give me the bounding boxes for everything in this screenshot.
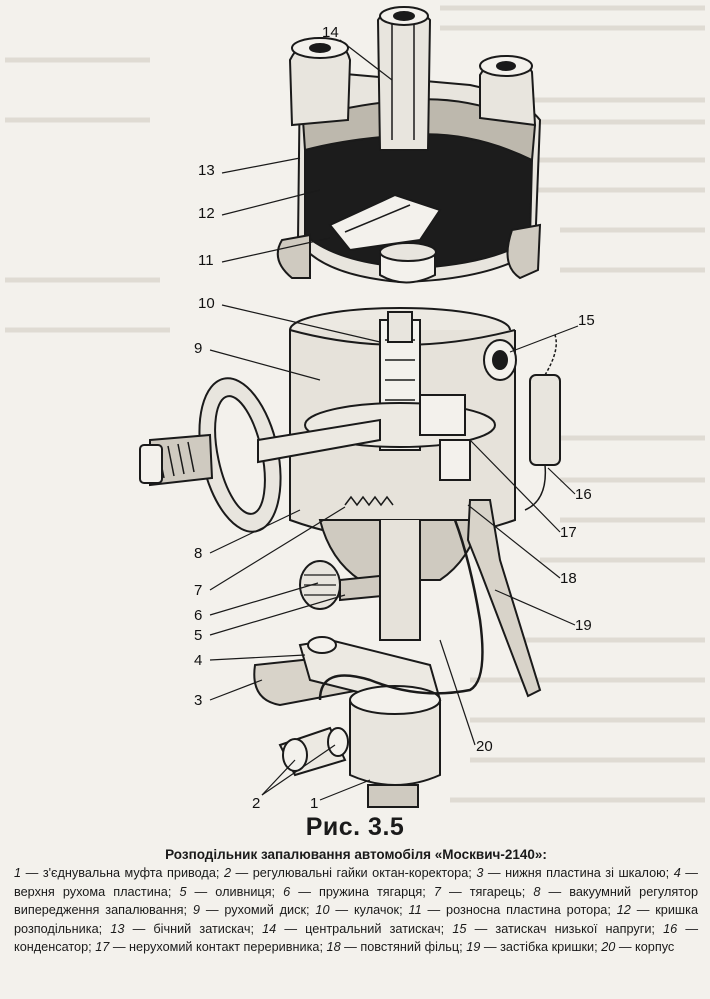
caption-item-text: — регулювальні гайки октан-коректора; <box>231 866 477 881</box>
callout-4: 4 <box>194 652 203 669</box>
caption-item-number: 10 <box>315 903 330 918</box>
caption-item: 6 — пружина тягарця; <box>283 885 434 899</box>
callout-14: 14 <box>322 24 339 41</box>
leader-lines <box>209 39 579 801</box>
caption-item-text: — з'єднувальна муфта привода; <box>21 866 224 881</box>
caption-item-number: 9 <box>192 903 200 918</box>
callout-6: 6 <box>194 607 203 624</box>
caption-item-number: 4 <box>673 866 681 881</box>
caption-item-text: — застібка кришки; <box>480 940 602 955</box>
callout-17: 17 <box>560 524 577 541</box>
vacuum-regulator <box>139 377 381 533</box>
caption-item: 13 — бічний затискач; <box>110 922 262 936</box>
callout-16: 16 <box>575 486 592 503</box>
caption-item-number: 14 <box>262 921 277 936</box>
caption-item: 2 — регулювальні гайки октан-коректора; <box>224 866 476 880</box>
figure-caption: Розподільник запалювання автомобіля «Мос… <box>14 846 698 956</box>
callout-9: 9 <box>194 340 203 357</box>
caption-item-text: — рухомий диск; <box>199 903 316 918</box>
caption-item: 7 — тягарець; <box>434 885 534 899</box>
caption-item-number: 7 <box>433 884 441 899</box>
caption-item: 15 — затискач низької напруги; <box>452 922 663 936</box>
caption-item: 16 — конденсатор; <box>14 922 698 954</box>
caption-item-text: — корпус <box>615 940 675 955</box>
caption-item-number: 19 <box>466 940 481 955</box>
caption-item-text: — нижня пластина зі шкалою; <box>483 866 674 881</box>
caption-item-number: 11 <box>408 903 422 918</box>
caption-item-text: — верхня рухома пластина; <box>14 866 698 899</box>
distributor-cap <box>276 6 542 284</box>
caption-item-text: — центральний затискач; <box>276 921 453 936</box>
caption-item-number: 1 <box>14 866 22 881</box>
caption-item: 18 — повстяний фільц; <box>327 940 467 954</box>
caption-item-text: — кулачок; <box>329 903 409 918</box>
callout-2: 2 <box>252 795 261 812</box>
caption-item-text: — розносна пластина ротора; <box>421 903 617 918</box>
caption-item-number: 16 <box>663 921 678 936</box>
caption-item-number: 2 <box>223 866 231 881</box>
caption-item-number: 20 <box>601 940 616 955</box>
caption-heading: Розподільник запалювання автомобіля «Мос… <box>165 847 547 862</box>
figure-title: Рис. 3.5 <box>305 813 405 841</box>
caption-item: 12 — кришка розподільника; <box>14 903 698 935</box>
callout-7: 7 <box>194 582 203 599</box>
caption-item-text: — конденсатор; <box>14 921 699 955</box>
caption-item-text: — кришка розподільника; <box>14 903 699 936</box>
callout-10: 10 <box>198 295 215 312</box>
callout-1: 1 <box>310 795 319 812</box>
callout-15: 15 <box>578 312 595 329</box>
distributor-illustration <box>139 6 579 808</box>
caption-item: 20 — корпус <box>601 940 674 954</box>
callout-3: 3 <box>194 692 203 709</box>
callout-20: 20 <box>476 738 493 755</box>
callout-11: 11 <box>198 252 214 269</box>
caption-item-text: — тягарець; <box>440 884 534 899</box>
distributor-body <box>289 307 561 698</box>
caption-item: 1 — з'єднувальна муфта привода; <box>14 866 224 880</box>
caption-items: 1 — з'єднувальна муфта привода; 2 — регу… <box>14 866 698 954</box>
caption-item-text: — повстяний фільц; <box>340 940 467 955</box>
caption-item-text: — бічний затискач; <box>124 921 263 936</box>
caption-item: 4 — верхня рухома пластина; <box>14 866 698 898</box>
caption-item: 3 — нижня пластина зі шкалою; <box>476 866 673 880</box>
caption-item-number: 6 <box>283 884 291 899</box>
caption-item: 14 — центральний затискач; <box>262 922 452 936</box>
caption-item-number: 12 <box>616 903 631 918</box>
caption-item-number: 17 <box>95 940 110 955</box>
caption-item-number: 3 <box>476 866 484 881</box>
caption-item: 11 — розносна пластина ротора; <box>408 903 616 917</box>
caption-item-text: — нерухомий контакт переривника; <box>109 940 327 955</box>
caption-item: 9 — рухомий диск; <box>193 903 316 917</box>
caption-item-number: 8 <box>533 884 541 899</box>
caption-item-number: 15 <box>452 921 467 936</box>
callout-18: 18 <box>560 570 577 587</box>
caption-item-number: 18 <box>326 940 341 955</box>
callout-8: 8 <box>194 545 203 562</box>
callout-19: 19 <box>575 617 592 634</box>
callout-13: 13 <box>198 162 215 179</box>
callout-5: 5 <box>194 627 203 644</box>
caption-item: 19 — застібка кришки; <box>466 940 601 954</box>
caption-item-text: — пружина тягарця; <box>290 884 434 899</box>
caption-item-text: — затискач низької напруги; <box>466 921 664 936</box>
caption-item-text: — вакуумний регулятор випередження запал… <box>14 884 698 918</box>
caption-item: 10 — кулачок; <box>315 903 408 917</box>
caption-item: 17 — нерухомий контакт переривника; <box>95 940 326 954</box>
base-assembly <box>253 519 484 808</box>
caption-item: 8 — вакуумний регулятор випередження зап… <box>14 885 698 917</box>
callout-12: 12 <box>198 205 215 222</box>
caption-item: 5 — оливниця; <box>179 885 283 899</box>
caption-item-number: 13 <box>110 921 125 936</box>
caption-item-number: 5 <box>179 884 187 899</box>
caption-item-text: — оливниця; <box>186 884 284 899</box>
